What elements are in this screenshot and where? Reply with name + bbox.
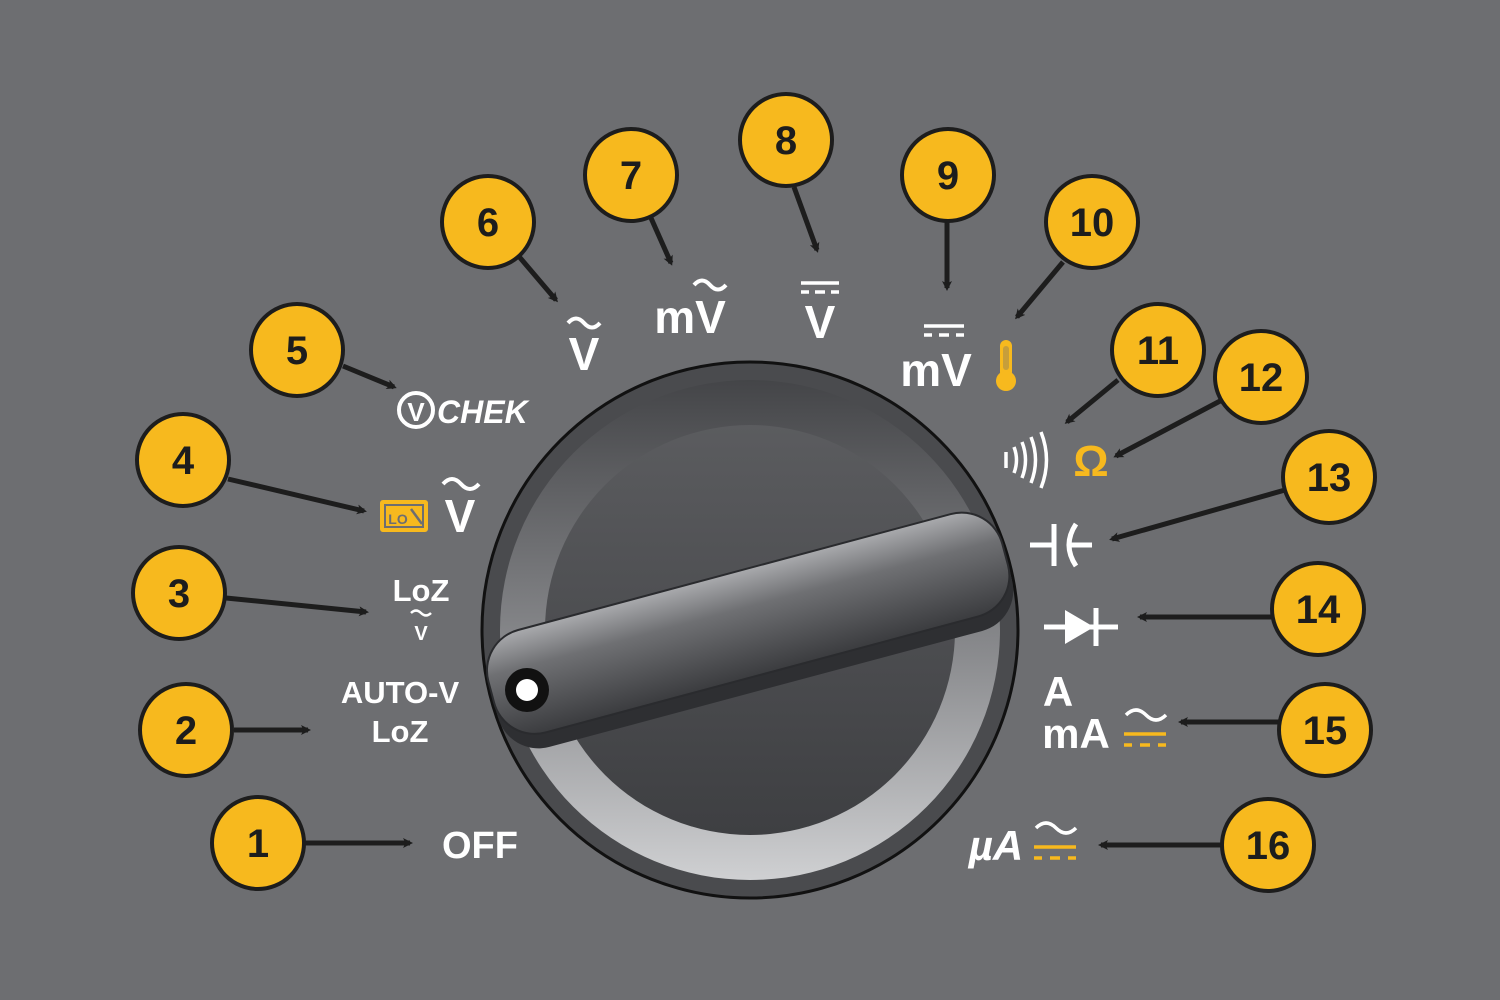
callout-circle xyxy=(900,127,996,223)
callout-circle xyxy=(138,682,234,778)
lopass-badge-text: LO xyxy=(388,511,408,527)
callout-circle xyxy=(1281,429,1377,525)
arrow-10 xyxy=(1015,260,1065,320)
callout-number: 14 xyxy=(1296,588,1341,632)
arrow-3 xyxy=(225,595,369,617)
callout-number: 16 xyxy=(1246,824,1291,868)
callout-circle xyxy=(583,127,679,223)
callout-7: 7 xyxy=(583,127,679,223)
callout-circle xyxy=(440,174,536,270)
callout-number: 3 xyxy=(168,572,190,616)
callout-number: 2 xyxy=(175,709,197,753)
ac-dc-symbol-icon xyxy=(1124,708,1168,747)
callout-number: 13 xyxy=(1307,456,1352,500)
callout-circle xyxy=(210,795,306,891)
arrow-8 xyxy=(791,186,820,253)
callout-circle xyxy=(1213,329,1309,425)
callout-15: 15 xyxy=(1277,682,1373,778)
label-loz-v: V xyxy=(414,623,428,645)
callout-arrows xyxy=(225,186,1286,850)
svg-text:V: V xyxy=(407,397,425,427)
callout-2: 2 xyxy=(138,682,234,778)
callout-number: 9 xyxy=(937,154,959,198)
lowpass-filter-icon: LO xyxy=(380,500,428,532)
ac-wave-icon xyxy=(441,477,481,491)
label-microamps: µA xyxy=(968,822,1024,869)
ac-wave-icon xyxy=(410,609,432,617)
ac-wave-icon xyxy=(692,278,728,292)
callout-6: 6 xyxy=(440,174,536,270)
label-vac: V xyxy=(569,328,600,380)
callout-11: 11 xyxy=(1110,302,1206,398)
dc-symbol-icon xyxy=(801,281,839,294)
label-milliamps: mA xyxy=(1042,710,1110,757)
callout-circle xyxy=(135,412,231,508)
arrow-13 xyxy=(1109,487,1286,542)
callout-number: 7 xyxy=(620,154,642,198)
vchek-logo-icon: V xyxy=(397,391,435,429)
label-loz: LoZ xyxy=(393,573,450,608)
callout-13: 13 xyxy=(1281,429,1377,525)
knob-handle[interactable] xyxy=(478,503,1023,758)
callout-number: 12 xyxy=(1239,356,1284,400)
callout-circle xyxy=(1220,797,1316,893)
label-lopass-v: V xyxy=(445,490,476,542)
callout-number: 5 xyxy=(286,329,308,373)
label-vdc: V xyxy=(805,296,836,348)
arrow-4 xyxy=(227,476,367,515)
callout-circle xyxy=(131,545,227,641)
callout-16: 16 xyxy=(1220,797,1316,893)
arrow-11 xyxy=(1064,378,1120,424)
callout-1: 1 xyxy=(210,795,306,891)
callout-circle xyxy=(738,92,834,188)
callout-number: 11 xyxy=(1137,329,1179,373)
arrow-5 xyxy=(342,363,397,390)
ac-dc-symbol-icon xyxy=(1034,821,1078,860)
callout-9: 9 xyxy=(900,127,996,223)
callout-number: 8 xyxy=(775,119,797,163)
ac-wave-icon xyxy=(566,316,602,330)
label-vchek: CHEK xyxy=(437,394,531,430)
label-autov-line2: LoZ xyxy=(372,714,429,749)
label-mvdc: mV xyxy=(900,344,972,396)
callout-circle xyxy=(1277,682,1373,778)
callout-5: 5 xyxy=(249,302,345,398)
label-amps: A xyxy=(1043,668,1073,715)
callout-circle xyxy=(1044,174,1140,270)
callout-number: 4 xyxy=(172,439,195,483)
dc-symbol-icon xyxy=(924,324,964,337)
callout-3: 3 xyxy=(131,545,227,641)
callout-circle xyxy=(249,302,345,398)
callout-14: 14 xyxy=(1270,561,1366,657)
thermometer-icon xyxy=(996,340,1016,391)
callout-8: 8 xyxy=(738,92,834,188)
callout-number: 6 xyxy=(477,201,499,245)
arrow-12 xyxy=(1113,397,1224,459)
callout-10: 10 xyxy=(1044,174,1140,270)
callout-circle xyxy=(1270,561,1366,657)
rotary-knob[interactable] xyxy=(478,360,1023,900)
diode-icon xyxy=(1044,608,1118,646)
label-mvac: mV xyxy=(654,291,726,343)
callout-number: 1 xyxy=(247,822,269,866)
label-off: OFF xyxy=(442,825,518,867)
arrow-6 xyxy=(514,251,558,303)
label-autov-line1: AUTO-V xyxy=(341,675,460,710)
callout-number: 10 xyxy=(1070,201,1115,245)
callout-4: 4 xyxy=(135,412,231,508)
label-ohm: Ω xyxy=(1073,437,1108,486)
callout-12: 12 xyxy=(1213,329,1309,425)
function-labels: OFF AUTO-V LoZ LoZ V LO V V CHEK V mV xyxy=(341,278,1168,869)
callout-circle xyxy=(1110,302,1206,398)
capacitor-icon xyxy=(1030,522,1092,568)
continuity-icon xyxy=(1004,431,1049,489)
arrow-7 xyxy=(648,216,674,266)
callout-number: 15 xyxy=(1303,709,1348,753)
